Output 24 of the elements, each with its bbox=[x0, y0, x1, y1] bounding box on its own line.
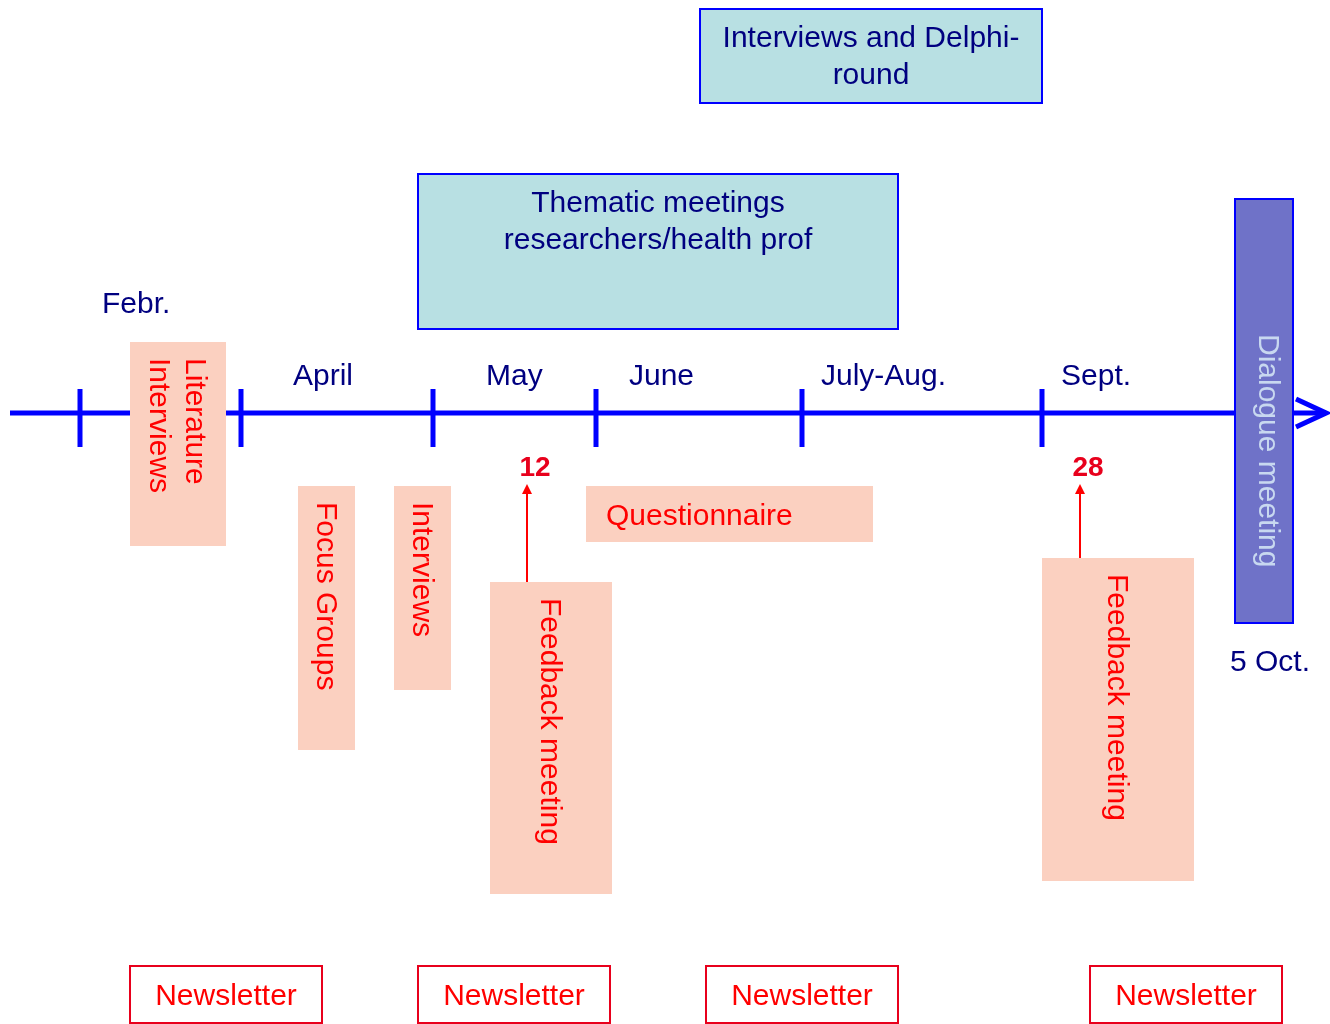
arrow bbox=[1075, 484, 1085, 559]
activity-box: Interviews and Delphi-round bbox=[699, 8, 1043, 104]
newsletter-box: Newsletter bbox=[417, 965, 611, 1024]
arrow bbox=[522, 484, 532, 583]
month-label: Sept. bbox=[1061, 357, 1132, 393]
month-label: June bbox=[629, 357, 695, 393]
activity-box: Feedback meeting bbox=[490, 582, 612, 894]
event-bar: Dialogue meeting bbox=[1234, 198, 1294, 624]
activity-box: Literature Interviews bbox=[130, 342, 226, 546]
date-number: 28 bbox=[1063, 450, 1113, 484]
newsletter-box: Newsletter bbox=[1089, 965, 1283, 1024]
activity-box: Thematic meetings researchers/health prof bbox=[417, 173, 899, 330]
activity-box: Focus Groups bbox=[298, 486, 355, 750]
month-label: Febr. bbox=[102, 285, 171, 321]
date-number: 12 bbox=[510, 450, 560, 484]
month-label: July-Aug. bbox=[821, 357, 947, 393]
date-label: 5 Oct. bbox=[1230, 643, 1311, 679]
activity-box: Interviews bbox=[394, 486, 451, 690]
month-label: April bbox=[293, 357, 353, 393]
newsletter-box: Newsletter bbox=[705, 965, 899, 1024]
month-label: May bbox=[486, 357, 543, 393]
activity-box: Questionnaire bbox=[586, 486, 873, 542]
activity-box: Feedback meeting bbox=[1042, 558, 1194, 881]
newsletter-box: Newsletter bbox=[129, 965, 323, 1024]
